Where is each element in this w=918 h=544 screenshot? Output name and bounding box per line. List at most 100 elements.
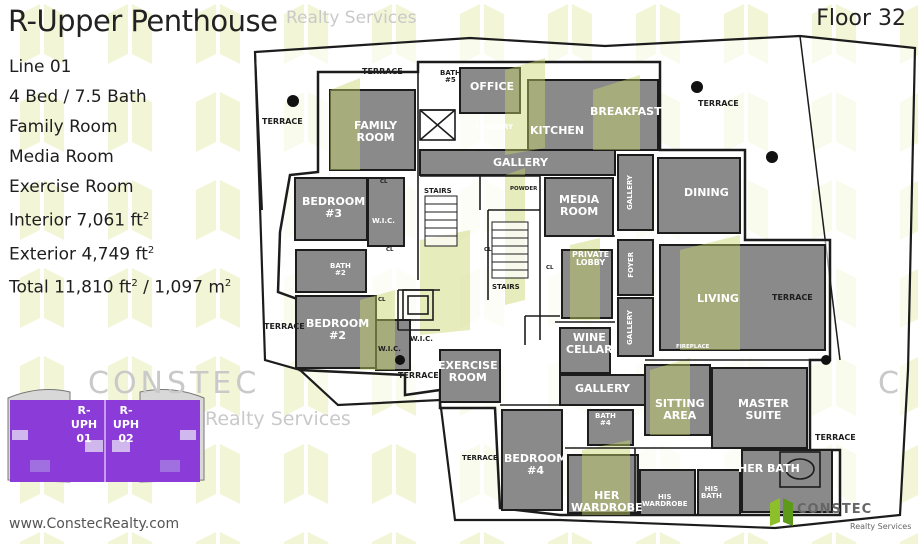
label-gallery-right: GALLERY (626, 175, 634, 210)
watermark-text-top: Realty Services (286, 8, 417, 28)
foyer-area (617, 239, 654, 296)
watermark-text-realty: Realty Services (205, 408, 351, 430)
his-bath-area (697, 469, 741, 516)
label-kitchen: KITCHEN (530, 124, 585, 137)
media-room-area (544, 177, 614, 237)
spec-family-room: Family Room (9, 117, 118, 137)
exercise-room-area (439, 349, 501, 403)
label-cl-2: CL (378, 297, 386, 303)
label-cl-1: CL (380, 179, 388, 185)
label-wic-2b: W.I.C. (410, 335, 433, 343)
partition-lines (397, 62, 821, 515)
label-office: OFFICE (470, 80, 515, 93)
private-lobby-area (561, 249, 613, 319)
family-room-area (329, 89, 416, 171)
label-dining: DINING (684, 186, 729, 199)
floor-number: Floor 32 (816, 6, 906, 31)
footer-logo-subtext: Realty Services (850, 522, 912, 531)
her-wardrobe-area (567, 454, 639, 514)
label-her-bath: HER BATH (738, 462, 800, 475)
keyplan (7, 389, 205, 483)
wine-cellar-area (559, 327, 611, 374)
dining-area (657, 157, 741, 234)
label-cl-4: CL (484, 247, 492, 253)
bedroom-4-area (501, 409, 563, 511)
spec-bed-bath: 4 Bed / 7.5 Bath (9, 87, 147, 107)
gallery-right-lower-area (617, 297, 654, 357)
label-terrace-right-top: TERRACE (698, 99, 739, 108)
bath-4-area (587, 409, 634, 446)
label-laundry: LAUNDRY (476, 123, 514, 131)
highlight-overlays (330, 58, 740, 515)
bath-2-area (295, 249, 367, 293)
spec-interior: Interior 7,061 ft2 (9, 210, 150, 231)
label-bath-5: BATH#5 (440, 69, 461, 85)
page-title: R-Upper Penthouse (8, 4, 278, 38)
watermark-text-constec: CONSTEC (88, 366, 261, 401)
office-area (459, 67, 521, 114)
living-area (659, 244, 826, 351)
label-terrace-lower-left: TERRACE (398, 371, 439, 380)
constec-logo-icon (770, 498, 793, 526)
website-url: www.ConstecRealty.com (9, 516, 180, 532)
label-terrace-left: TERRACE (262, 117, 303, 126)
label-bedroom-3: BEDROOM#3 (302, 195, 366, 220)
label-terrace-top: TERRACE (362, 67, 403, 76)
terrace-edge-left (254, 51, 263, 211)
label-fireplace: FIREPLACE (676, 344, 710, 350)
label-living: LIVING (697, 292, 739, 305)
gallery-top-area (419, 149, 616, 176)
gallery-right-area (617, 154, 654, 231)
label-terrace-left-lower: TERRACE (264, 322, 305, 331)
label-wic-3: W.I.C. (372, 217, 395, 225)
wic-2-area (375, 319, 411, 371)
spec-exterior: Exterior 4,749 ft2 (9, 244, 155, 265)
label-cl-3: CL (386, 247, 394, 253)
label-gallery-top: GALLERY (493, 156, 548, 169)
label-terrace-right: TERRACE (772, 293, 813, 302)
label-breakfast: BREAKFAST (590, 105, 662, 118)
label-terrace-bottom: TERRACE (462, 454, 498, 462)
spec-line: Line 01 (9, 57, 72, 77)
spec-exercise-room: Exercise Room (9, 177, 134, 197)
label-stairs-1: STAIRS (424, 187, 452, 195)
label-cl-5: CL (546, 265, 554, 271)
label-stairs-2: STAIRS (492, 283, 520, 291)
master-suite-area (711, 367, 808, 449)
label-bedroom-4: BEDROOM#4 (504, 452, 568, 477)
label-bath-2: BATH#2 (330, 262, 351, 278)
spec-media-room: Media Room (9, 147, 114, 167)
structural-columns (287, 81, 831, 365)
label-gallery-right-lower: GALLERY (626, 310, 634, 345)
terrace-edge-right (799, 35, 841, 361)
footer-logo-text: CONSTEC (797, 502, 873, 517)
label-bath-4: BATH#4 (595, 412, 616, 428)
wic-3-area (367, 177, 405, 247)
label-wic-2: W.I.C. (378, 345, 401, 353)
stairs-symbols (424, 195, 529, 279)
label-powder: POWDER (510, 186, 538, 192)
spec-total: Total 11,810 ft2 / 1,097 m2 (9, 277, 232, 298)
room-fills (294, 67, 833, 516)
kitchen-breakfast-area (527, 79, 659, 151)
label-gallery-lower: GALLERY (575, 382, 630, 395)
watermark-text-right: C (878, 366, 899, 401)
his-wardrobe-area (639, 469, 696, 516)
label-terrace-lower-right: TERRACE (815, 433, 856, 442)
label-foyer: FOYER (627, 252, 635, 278)
sitting-area-area (644, 364, 711, 436)
unit-specs: Line 01 4 Bed / 7.5 Bath Family Room Med… (9, 52, 231, 303)
